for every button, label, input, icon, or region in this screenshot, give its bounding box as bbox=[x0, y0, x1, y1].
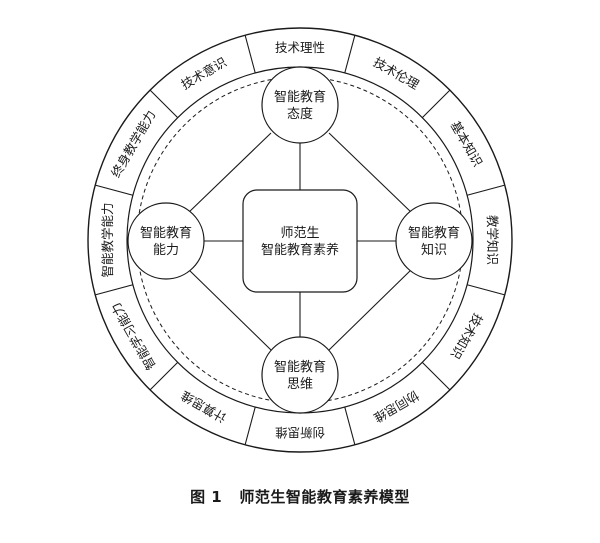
ring-divider bbox=[149, 89, 179, 119]
figure-caption: 图 1 师范生智能教育素养模型 bbox=[0, 486, 600, 507]
node-ability-line-2: 能力 bbox=[153, 243, 179, 258]
ring-segment-label: 技术理性 bbox=[275, 40, 325, 55]
ring-divider bbox=[344, 406, 356, 445]
ring-segment-label: 基本知识 bbox=[448, 118, 486, 169]
node-thinking-line-2: 思维 bbox=[287, 377, 313, 392]
connector-thinking-ability bbox=[186, 267, 272, 351]
ring-segment-label: 技术知识 bbox=[448, 311, 486, 362]
ring-divider bbox=[421, 89, 451, 119]
ring-segment-label: 技术伦理 bbox=[371, 54, 422, 92]
connector-lines bbox=[186, 132, 414, 351]
node-thinking-line-1: 智能教育 bbox=[274, 359, 326, 375]
node-thinking-circle bbox=[261, 336, 339, 414]
ring-divider bbox=[95, 184, 134, 196]
connector-ability-attitude bbox=[186, 132, 272, 215]
figure-number: 图 1 bbox=[190, 488, 223, 506]
ring-segment-label: 计算思维 bbox=[178, 388, 229, 426]
ring-segment-label: 技术意识 bbox=[178, 54, 229, 92]
ring-divider bbox=[344, 35, 356, 74]
ring-divider bbox=[149, 361, 179, 391]
center-label-line-2: 智能教育素养 bbox=[261, 242, 339, 258]
ring-divider bbox=[95, 284, 134, 296]
center-label-line-1: 师范生 bbox=[280, 226, 319, 241]
ring-segment-label: 终身教学能力 bbox=[108, 108, 158, 180]
node-attitude-line-1: 智能教育 bbox=[274, 89, 326, 105]
ring-divider bbox=[466, 284, 505, 296]
center-box bbox=[242, 189, 358, 293]
node-knowledge-line-1: 智能教育 bbox=[408, 225, 460, 241]
ring-divider bbox=[421, 361, 451, 391]
ring-dividers bbox=[95, 35, 505, 445]
outer-ring-outer-border bbox=[87, 27, 513, 453]
ring-segment-label: 智能学习能力 bbox=[108, 300, 158, 372]
node-attitude-line-2: 态度 bbox=[287, 106, 313, 122]
figure-title: 师范生智能教育素养模型 bbox=[239, 488, 410, 506]
ring-divider bbox=[466, 184, 505, 196]
node-ability-line-1: 智能教育 bbox=[140, 225, 192, 241]
ring-segment-label: 协同思维 bbox=[371, 388, 422, 426]
ring-segment-label: 智能教学能力 bbox=[100, 202, 115, 277]
node-ability-circle bbox=[127, 202, 205, 280]
ring-segment-label: 创新思维 bbox=[275, 425, 325, 440]
node-attitude-circle bbox=[261, 66, 339, 144]
literacy-model-diagram: 技术理性技术伦理基本知识教学知识技术知识协同思维创新思维计算思维智能学习能力智能… bbox=[87, 27, 513, 453]
ring-divider bbox=[244, 406, 256, 445]
node-knowledge-line-2: 知识 bbox=[421, 242, 447, 258]
node-knowledge-circle bbox=[395, 202, 473, 280]
connector-attitude-knowledge bbox=[328, 132, 414, 215]
ring-segment-label: 教学知识 bbox=[485, 215, 500, 265]
ring-divider bbox=[244, 35, 256, 74]
connector-knowledge-thinking bbox=[328, 267, 414, 351]
